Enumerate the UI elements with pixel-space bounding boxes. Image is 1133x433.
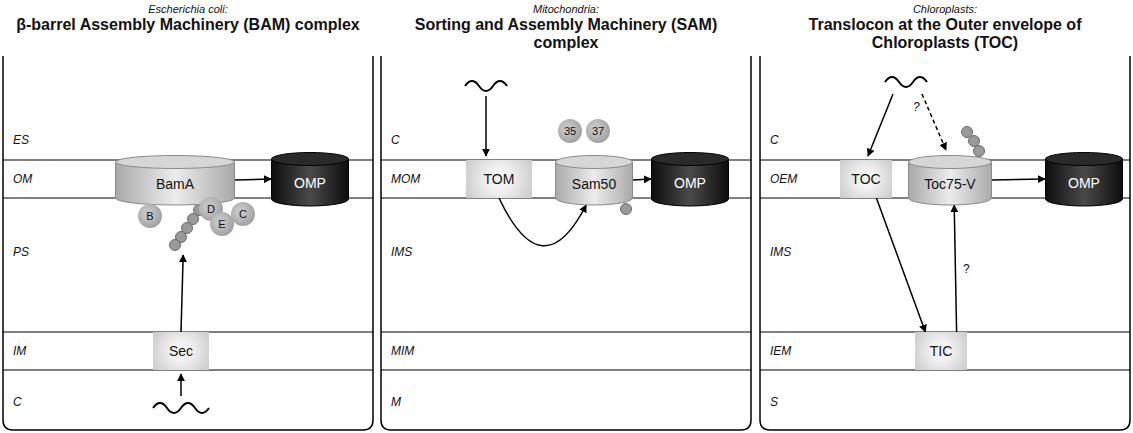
potra-bead [621, 204, 632, 215]
protein-label: OMP [674, 167, 706, 191]
polypeptide-squiggle [153, 403, 209, 413]
protein-label: BamA [156, 168, 194, 192]
potra-bead [974, 146, 985, 157]
compartment-label: IMS [770, 245, 791, 259]
omp-barrel: OMP [1045, 152, 1123, 206]
protein-label: OMP [1068, 167, 1100, 191]
panel-frame [3, 56, 373, 430]
transfer-arrow [633, 179, 651, 180]
edge-label: ? [962, 262, 971, 276]
panel-header: Chloroplasts:Translocon at the Outer env… [760, 2, 1130, 52]
panel-title: β-barrel Assembly Machinery (BAM) comple… [3, 16, 373, 34]
panel: Mitochondria:Sorting and Assembly Machin… [381, 0, 751, 433]
lipoprotein-circle: B [138, 204, 162, 228]
panel: Escherichia coli:β-barrel Assembly Machi… [3, 0, 373, 433]
subunit-label: E [218, 218, 225, 230]
compartment-label: M [391, 395, 401, 409]
cylinder-top [556, 156, 633, 169]
panel-title: Sorting and Assembly Machinery (SAM) com… [381, 16, 751, 52]
subunit-label: C [239, 208, 247, 220]
subunit-label: 35 [564, 125, 576, 137]
lipoprotein-circle: C [231, 202, 255, 226]
organism-name: Mitochondria: [381, 2, 751, 16]
membrane-line [381, 370, 751, 371]
organism-name: Escherichia coli: [3, 2, 373, 16]
organism-name: Chloroplasts: [760, 2, 1130, 16]
compartment-label: C [13, 395, 22, 409]
protein-label: Sec [169, 343, 193, 359]
subunit-circle: 35 [558, 119, 582, 143]
cylinder-top [652, 153, 729, 166]
protein-label: Toc75-V [924, 168, 975, 192]
cylinder-top [272, 153, 349, 166]
subunit-label: D [207, 203, 215, 215]
compartment-label: C [770, 133, 779, 147]
protein-label: Sam50 [572, 168, 616, 192]
panel-frame [760, 56, 1130, 430]
panel-header: Escherichia coli:β-barrel Assembly Machi… [3, 2, 373, 34]
transfer-arrow [992, 179, 1045, 180]
protein-label: OMP [294, 167, 326, 191]
panel-title: Translocon at the Outer envelope of Chlo… [760, 16, 1130, 52]
compartment-label: ES [13, 133, 29, 147]
subunit-circle: 37 [586, 119, 610, 143]
panel-header: Mitochondria:Sorting and Assembly Machin… [381, 2, 751, 52]
transfer-arrow [876, 198, 925, 332]
cylinder-body [272, 159, 349, 206]
protein-label: TOM [484, 171, 515, 187]
barrel-protein: Sam50 [555, 155, 633, 205]
protein-label: TOC [851, 171, 880, 187]
translocon-box: TIC [915, 332, 967, 370]
membrane-line [381, 332, 751, 333]
import-arrow [485, 96, 487, 156]
panel: Chloroplasts:Translocon at the Outer env… [760, 0, 1130, 433]
polypeptide-squiggle [465, 81, 507, 91]
potra-bead [962, 127, 973, 138]
import-arrow [180, 374, 182, 396]
import-arrow [868, 94, 893, 156]
omp-barrel: OMP [271, 152, 349, 206]
compartment-label: C [391, 133, 400, 147]
compartment-label: MIM [391, 344, 414, 358]
polypeptide-squiggle [885, 77, 927, 87]
cylinder-body [652, 159, 729, 206]
subunit-label: B [146, 210, 153, 222]
barrel-protein: BamA [115, 155, 235, 205]
translocon-box: TOM [466, 160, 532, 198]
dashed-import-arrow [922, 94, 946, 150]
transfer-arrow [499, 198, 586, 246]
compartment-label: MOM [391, 172, 420, 186]
cylinder-top [909, 156, 992, 169]
barrel-protein: Toc75-V [908, 155, 992, 205]
compartment-label: S [770, 395, 778, 409]
cylinder-top [1046, 153, 1123, 166]
transfer-arrow [235, 179, 271, 180]
translocon-box: TOC [840, 160, 892, 198]
transfer-arrow [954, 205, 956, 332]
omp-barrel: OMP [651, 152, 729, 206]
protein-label: TIC [930, 343, 953, 359]
question-mark: ? [913, 100, 920, 114]
subunit-label: 37 [592, 125, 604, 137]
panel-frame [381, 56, 751, 430]
compartment-label: OM [13, 172, 32, 186]
compartment-label: IM [13, 344, 26, 358]
compartment-label: IEM [770, 344, 791, 358]
translocon-box: Sec [153, 332, 209, 370]
potra-bead [969, 136, 980, 147]
compartment-label: OEM [770, 172, 797, 186]
compartment-label: IMS [391, 245, 412, 259]
cylinder-top [116, 156, 235, 169]
transfer-arrow [181, 255, 183, 332]
cylinder-body [1046, 159, 1123, 206]
compartment-label: PS [13, 245, 29, 259]
potra-bead [170, 240, 181, 251]
